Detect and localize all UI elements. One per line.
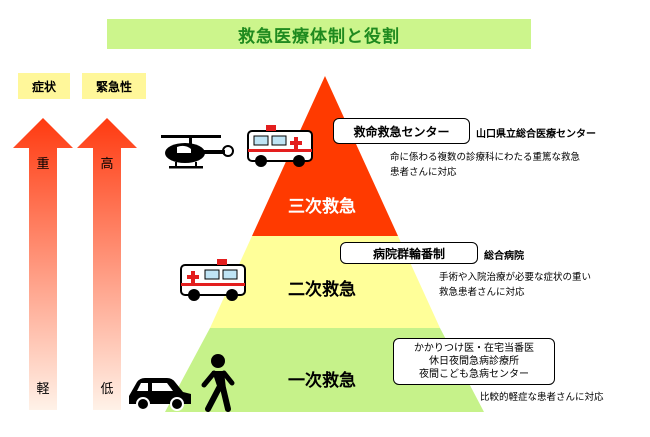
urgency-high-label: 高 bbox=[100, 157, 114, 172]
tier-3-desc-line: 患者さんに対応 bbox=[390, 167, 457, 178]
tier-3-desc-line: 命に係わる複数の診療科にわたる重篤な救急 bbox=[390, 152, 581, 163]
tier-1-desc-line: 比較的軽症な患者さんに対応 bbox=[480, 392, 604, 403]
page-title: 救急医療体制と役割 bbox=[107, 19, 531, 49]
car-icon bbox=[129, 378, 191, 411]
tier-2-label: 二次救急 bbox=[288, 280, 356, 300]
symptom-label: 症状 bbox=[18, 73, 70, 99]
ambulance-icon bbox=[247, 125, 313, 167]
urgency-label: 緊急性 bbox=[82, 73, 146, 99]
tier-1-description: 比較的軽症な患者さんに対応 bbox=[480, 390, 650, 405]
tier-1-facility-box: かかりつけ医・在宅当番医 休日夜間急病診療所 夜間こども急病センター bbox=[393, 338, 555, 385]
tier-1-facility-line: かかりつけ医・在宅当番医 bbox=[413, 343, 535, 354]
urgency-low-label: 低 bbox=[100, 382, 114, 397]
urgency-arrow bbox=[77, 118, 137, 410]
tier-1-facility-line: 休日夜間急病診療所 bbox=[429, 356, 519, 367]
tier-2-desc-line: 手術や入院治療が必要な症状の重い bbox=[439, 272, 592, 283]
tier-3-label: 三次救急 bbox=[288, 197, 356, 217]
tier-2-hospital: 総合病院 bbox=[484, 251, 524, 262]
tier-3-hospital: 山口県立総合医療センター bbox=[476, 129, 596, 140]
tier-2-description: 手術や入院治療が必要な症状の重い 救急患者さんに対応 bbox=[439, 270, 609, 300]
ambulance-icon bbox=[180, 259, 246, 301]
symptom-high-label: 重 bbox=[36, 157, 50, 172]
tier-1-facility-line: 夜間こども急病センター bbox=[419, 369, 529, 380]
symptom-low-label: 軽 bbox=[36, 382, 50, 397]
walking-person-icon bbox=[201, 354, 235, 412]
tier-3-shape bbox=[252, 76, 398, 236]
helicopter-icon bbox=[161, 135, 234, 169]
tier-3-description: 命に係わる複数の診療科にわたる重篤な救急 患者さんに対応 bbox=[390, 150, 605, 180]
symptom-arrow bbox=[13, 118, 73, 410]
tier-2-desc-line: 救急患者さんに対応 bbox=[439, 287, 525, 298]
tier-3-facility-box: 救命救急センター bbox=[333, 118, 470, 144]
tier-2-facility-box: 病院群輪番制 bbox=[340, 242, 478, 264]
tier-1-label: 一次救急 bbox=[288, 371, 356, 391]
